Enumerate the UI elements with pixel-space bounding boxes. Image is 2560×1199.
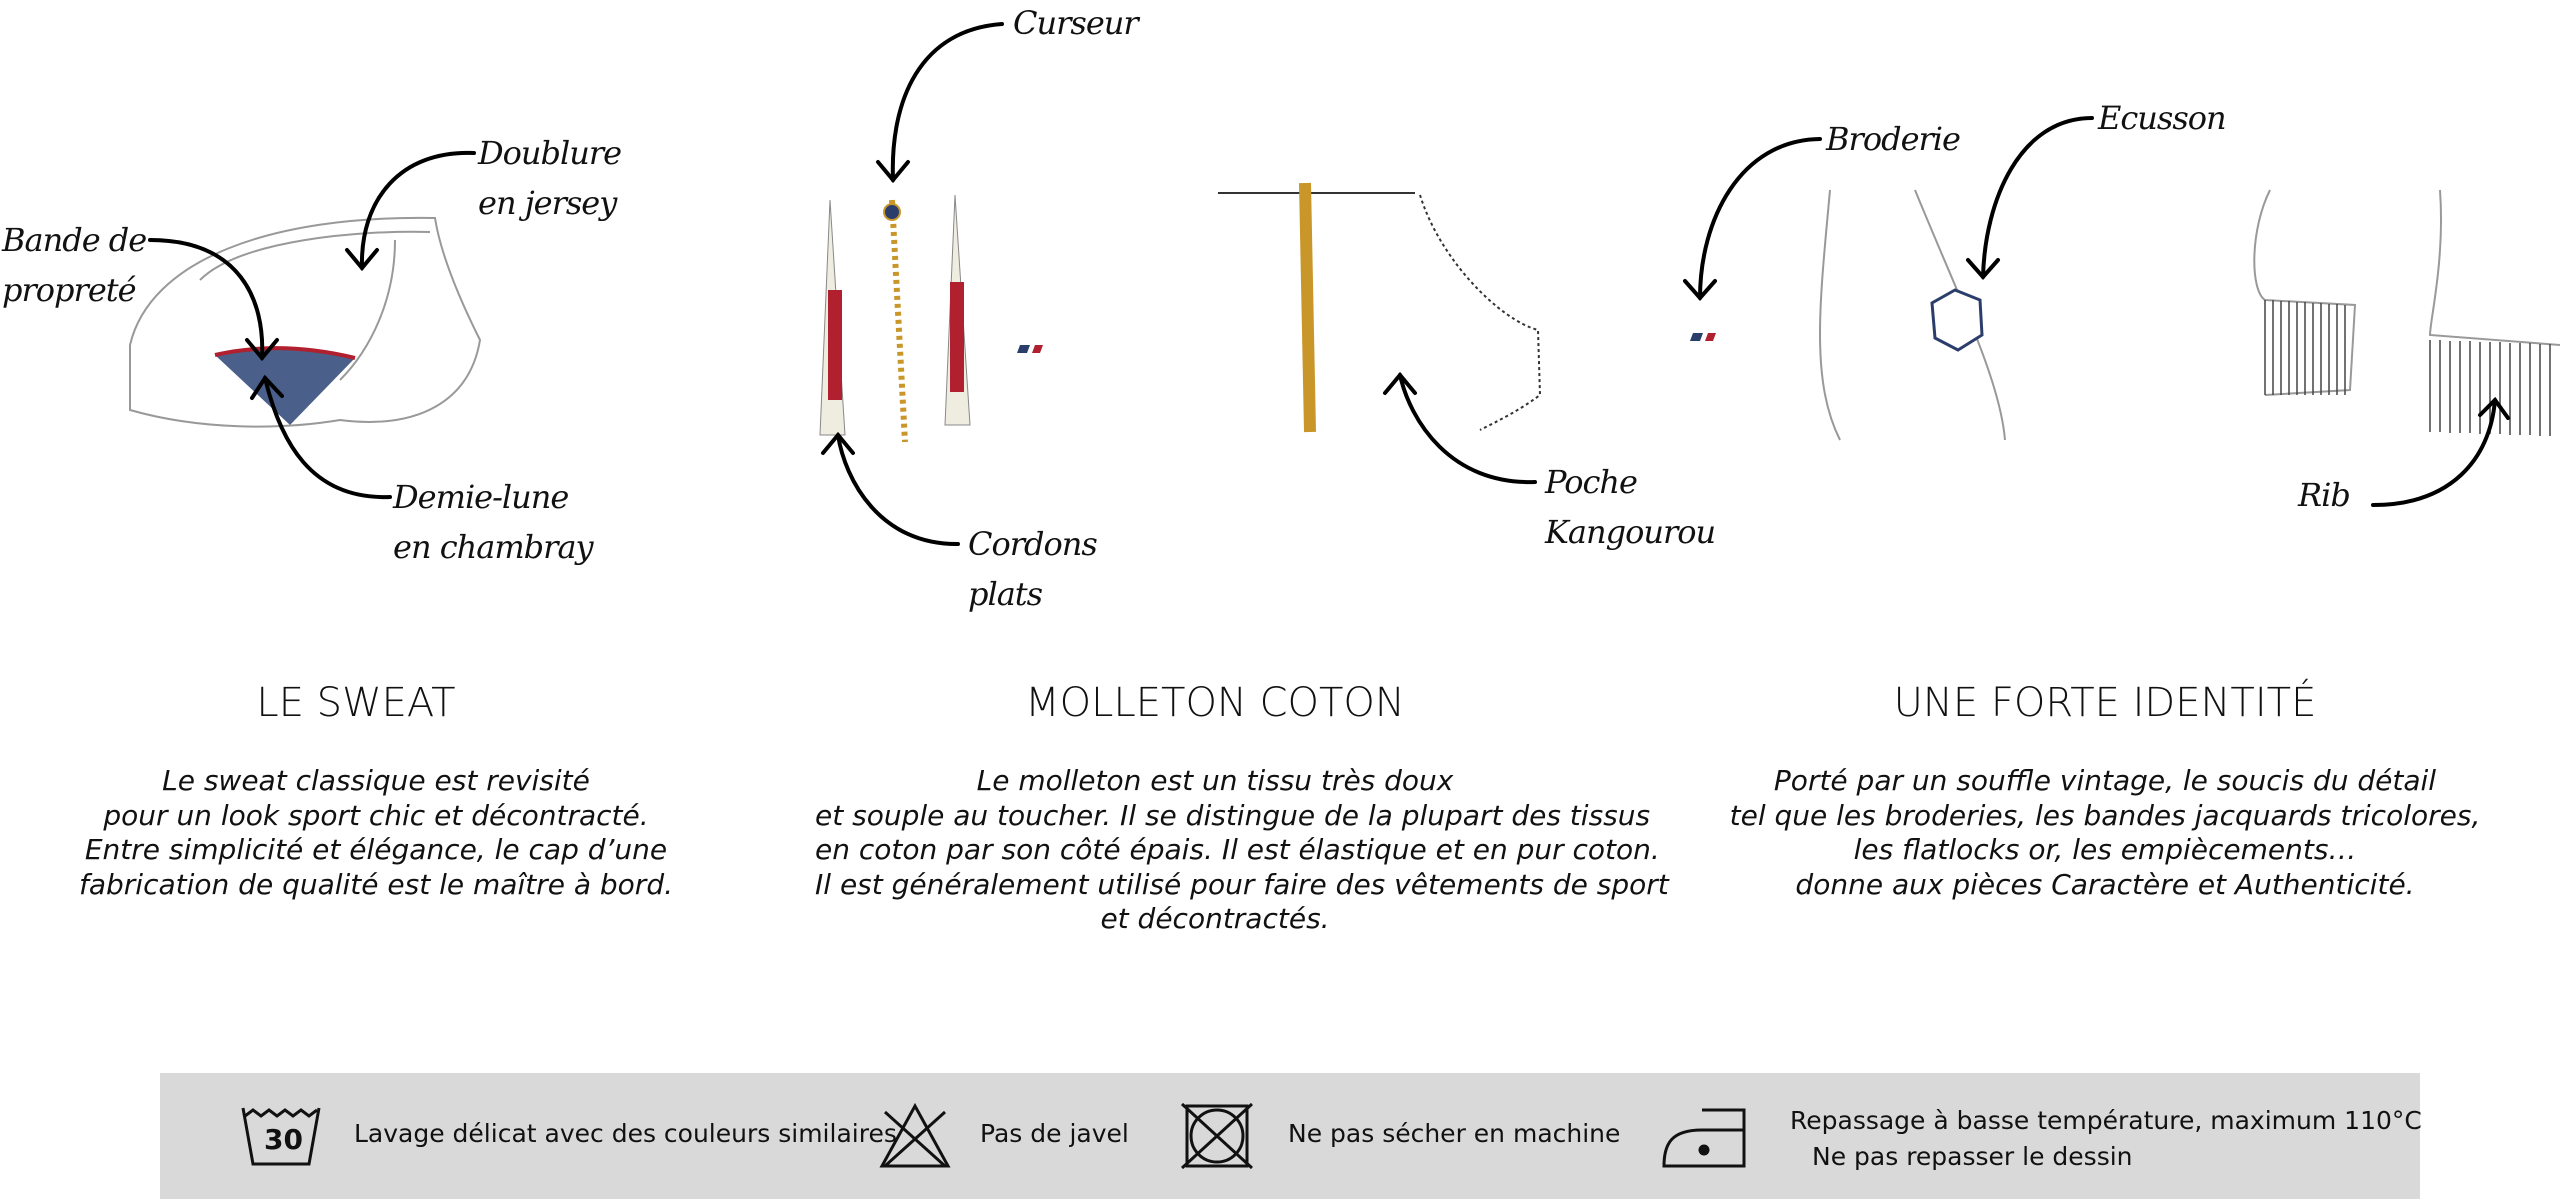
no-tumble-dry-icon <box>1180 1102 1254 1170</box>
wash-text: Lavage délicat avec des couleurs similai… <box>354 1119 897 1148</box>
section-title-molleton: MOLLETON COTON <box>1025 680 1405 726</box>
ecusson-badge <box>1930 288 1984 352</box>
label-ecusson: Ecusson <box>2098 99 2227 137</box>
label-line: propreté <box>2 271 137 309</box>
label-rib: Rib <box>2298 476 2351 514</box>
kangaroo-pocket-illustration <box>1218 182 1542 433</box>
bleach-text: Pas de javel <box>980 1119 1129 1148</box>
text-line: et souple au toucher. Il se distingue de… <box>815 798 1651 832</box>
label-line: Demie-lune <box>393 478 569 516</box>
section-body-sweat: Le sweat classique est revisité pour un … <box>0 764 776 902</box>
iron-low-icon <box>1662 1108 1746 1168</box>
label-line: Kangourou <box>1545 513 1716 551</box>
label-doublure: Doublure en jersey <box>478 128 622 228</box>
text-line: en coton par son côté épais. Il est élas… <box>815 833 1660 866</box>
text-line: Le sweat classique est revisité <box>162 764 590 797</box>
label-line: Bande de <box>2 221 147 259</box>
label-line: en chambray <box>393 528 594 566</box>
label-line: plats <box>968 575 1043 613</box>
rib-cuff-illustration <box>2253 189 2560 436</box>
text-line: Le molleton est un tissu très doux <box>976 764 1454 797</box>
label-cordons-plats: Cordons plats <box>968 519 1098 619</box>
iron-note: Ne pas repasser le dessin <box>1812 1142 2133 1171</box>
wash-temp: 30 <box>264 1123 303 1156</box>
section-title-identite: UNE FORTE IDENTITÉ <box>1893 680 2317 726</box>
text-line: les flatlocks or, les empiècements… <box>1853 833 2357 866</box>
section-body-identite: Porté par un souffle vintage, le soucis … <box>1705 764 2505 902</box>
text-line: pour un look sport chic et décontracté. <box>103 798 649 832</box>
text-line: et décontractés. <box>1100 902 1330 935</box>
annotation-arrows <box>148 22 2510 547</box>
care-instructions-band: 30 Lavage délicat avec des couleurs simi… <box>160 1073 2422 1199</box>
label-bande-de-proprete: Bande de propreté <box>2 215 147 315</box>
label-line: en jersey <box>478 184 617 222</box>
dryer-text: Ne pas sécher en machine <box>1288 1119 1621 1148</box>
text-line: Porté par un souffle vintage, le soucis … <box>1773 764 2437 797</box>
section-title-sweat: LE SWEAT <box>256 680 456 726</box>
text-line: Entre simplicité et élégance, le cap d’u… <box>84 833 668 866</box>
label-demie-lune: Demie-lune en chambray <box>393 472 594 572</box>
label-line: Doublure <box>478 134 622 172</box>
hood-illustration <box>129 216 482 428</box>
wash-30-icon <box>241 1107 321 1166</box>
iron-text: Repassage à basse température, maximum 1… <box>1790 1106 2422 1135</box>
label-line: Cordons <box>968 525 1098 563</box>
illustrations <box>129 22 2560 547</box>
label-line: Poche <box>1545 463 1638 501</box>
text-line: donne aux pièces Caractère et Authentici… <box>1795 867 2415 901</box>
text-line: fabrication de qualité est le maître à b… <box>79 867 673 901</box>
text-line: Il est généralement utilisé pour faire d… <box>815 867 1669 901</box>
drawcords-illustration <box>819 194 1043 443</box>
section-body-molleton: Le molleton est un tissu très doux et so… <box>815 764 1669 937</box>
chambray-halfmoon <box>215 348 355 425</box>
label-curseur: Curseur <box>1013 4 1139 42</box>
label-broderie: Broderie <box>1826 120 1961 158</box>
text-line: tel que les broderies, les bandes jacqua… <box>1729 798 2481 832</box>
no-bleach-icon <box>879 1102 951 1168</box>
